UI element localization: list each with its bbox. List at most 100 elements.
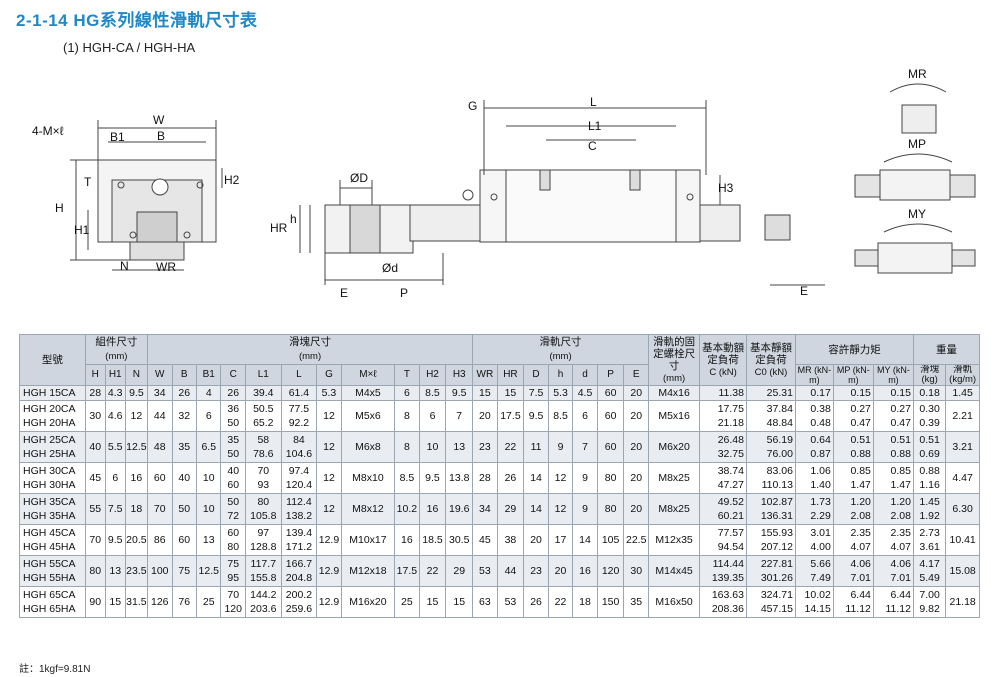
cell-G: 5.3 bbox=[316, 385, 342, 401]
cell-W: 48 bbox=[147, 431, 173, 463]
spec-table: 型號 組件尺寸(mm) 滑塊尺寸(mm) 滑軌尺寸(mm) 滑軌的固定螺栓尺寸(… bbox=[19, 334, 981, 618]
col-model: 型號 bbox=[19, 334, 86, 386]
cell-H: 30 bbox=[84, 400, 106, 432]
subheader-cell: H2 bbox=[418, 364, 447, 386]
cell-WR: 53 bbox=[472, 555, 498, 587]
cell-H1: 9.5 bbox=[104, 524, 126, 556]
label-N: N bbox=[120, 259, 129, 273]
subheader-cell: E bbox=[623, 364, 649, 386]
cell-WR: 20 bbox=[472, 400, 498, 432]
cell-wr: 21.18 bbox=[945, 586, 980, 618]
cell-G: 12 bbox=[316, 431, 342, 463]
cell-B: 76 bbox=[171, 586, 198, 618]
cell-D: 23 bbox=[523, 555, 549, 587]
subheader-cell: D bbox=[523, 364, 549, 386]
cell-wr: 10.41 bbox=[945, 524, 980, 556]
cell-HR: 17.5 bbox=[496, 400, 525, 432]
cell-N: 20.5 bbox=[124, 524, 149, 556]
cell-B1: 6 bbox=[195, 400, 222, 432]
label-H3: H3 bbox=[718, 181, 734, 195]
cell-E: 30 bbox=[623, 555, 649, 587]
cell-P: 120 bbox=[596, 555, 625, 587]
cell-H2: 22 bbox=[418, 555, 447, 587]
col-bolt: 滑軌的固定螺栓尺寸(mm) bbox=[647, 334, 701, 386]
label-B: B bbox=[157, 129, 165, 143]
cell-W: 86 bbox=[147, 524, 173, 556]
subheader-cell: P bbox=[596, 364, 625, 386]
cell-wr: 2.21 bbox=[945, 400, 980, 432]
cell-bolt: M5x16 bbox=[647, 400, 701, 432]
cell-W: 100 bbox=[147, 555, 173, 587]
cell-wr: 6.30 bbox=[945, 493, 980, 525]
cell-E: 20 bbox=[623, 385, 649, 401]
cell-WR: 23 bbox=[472, 431, 498, 463]
cell-C: 26 bbox=[220, 385, 246, 401]
cell-G: 12 bbox=[316, 400, 342, 432]
cell-T: 6 bbox=[394, 385, 420, 401]
cell-H1: 4.6 bbox=[104, 400, 126, 432]
label-4mxl: 4-M×ℓ bbox=[32, 124, 64, 138]
cell-N: 18 bbox=[124, 493, 149, 525]
group-assembly: 組件尺寸(mm) bbox=[84, 334, 149, 365]
label-HR: HR bbox=[270, 221, 288, 235]
label-L1: L1 bbox=[588, 119, 602, 133]
cell-N: 16 bbox=[124, 462, 149, 494]
cell-WR: 34 bbox=[472, 493, 498, 525]
cell-P: 80 bbox=[596, 462, 625, 494]
cell-H3: 13 bbox=[445, 431, 474, 463]
cell-bolt: M4x16 bbox=[647, 385, 701, 401]
cell-G: 12 bbox=[316, 462, 342, 494]
cell-T: 25 bbox=[394, 586, 420, 618]
label-OD: ØD bbox=[350, 171, 368, 185]
cell-B: 40 bbox=[171, 462, 198, 494]
label-H: H bbox=[55, 201, 64, 215]
cell-N: 9.5 bbox=[124, 385, 149, 401]
cell-G: 12 bbox=[316, 493, 342, 525]
cell-d: 7 bbox=[572, 431, 598, 463]
cell-B1: 10 bbox=[195, 462, 222, 494]
cell-L: 61.4 bbox=[280, 385, 318, 401]
cell-P: 105 bbox=[596, 524, 625, 556]
cell-H: 28 bbox=[84, 385, 106, 401]
cell-H3: 29 bbox=[445, 555, 474, 587]
subheader-cell: C bbox=[220, 364, 246, 386]
footnote: 註：1kgf=9.81N bbox=[19, 664, 91, 675]
cell-B1: 10 bbox=[195, 493, 222, 525]
cell-h: 8.5 bbox=[547, 400, 574, 432]
cell-N: 31.5 bbox=[124, 586, 149, 618]
cell-d: 9 bbox=[572, 462, 598, 494]
cell-H: 80 bbox=[84, 555, 106, 587]
moment-diagrams bbox=[854, 83, 976, 274]
cell-M: M10x17 bbox=[340, 524, 396, 556]
cell-N: 12 bbox=[124, 400, 149, 432]
subheader-cell: WR bbox=[472, 364, 498, 386]
label-T: T bbox=[84, 175, 92, 189]
